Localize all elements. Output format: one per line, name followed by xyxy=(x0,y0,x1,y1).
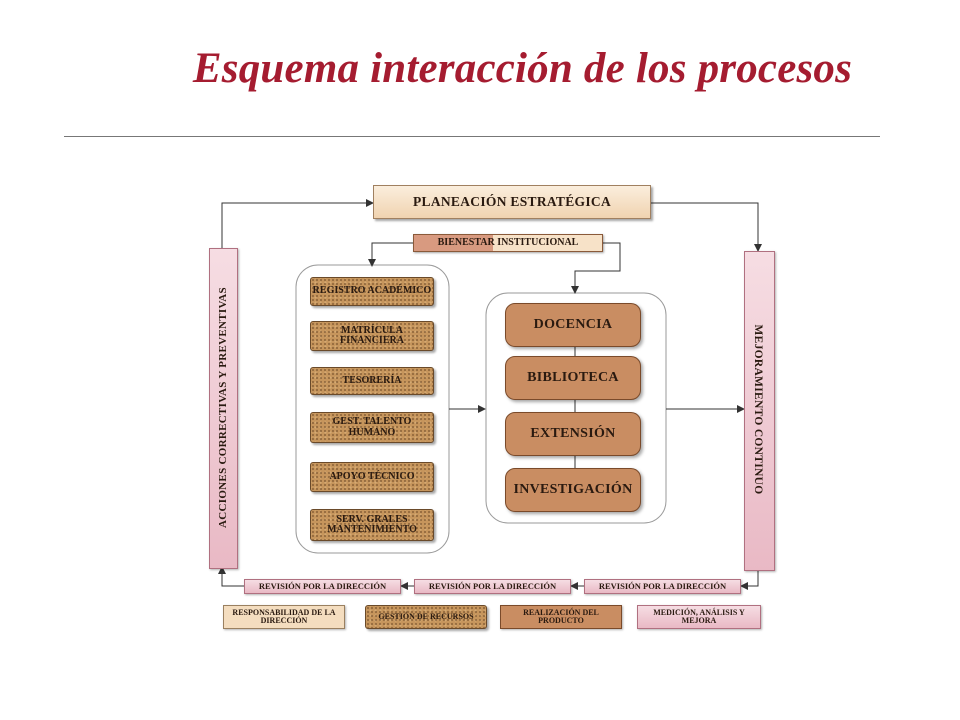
revision-direccion-middle: REVISIÓN POR LA DIRECCIÓN xyxy=(414,579,571,594)
extension-label: EXTENSIÓN xyxy=(530,425,616,441)
revision-direccion-left-label: REVISIÓN POR LA DIRECCIÓN xyxy=(258,581,387,592)
docencia-label: DOCENCIA xyxy=(533,316,613,332)
page-title: Esquema interacción de los procesos xyxy=(192,45,853,92)
matricula-financiera-box: MATRÍCULA FINANCIERA xyxy=(310,321,434,351)
legend-gestion-recursos-label: GESTIÓN DE RECURSOS xyxy=(378,611,474,621)
planeacion-estrategica-label: PLANEACIÓN ESTRATÉGICA xyxy=(412,193,611,209)
connector-planeacion-mejoramiento xyxy=(651,202,762,252)
registro-academico-box: REGISTRO ACADÉMICO xyxy=(310,277,434,306)
registro-academico-label: REGISTRO ACADÉMICO xyxy=(312,285,432,297)
revision-direccion-right: REVISIÓN POR LA DIRECCIÓN xyxy=(584,579,741,594)
biblioteca-label: BIBLIOTECA xyxy=(527,369,619,385)
gest-talento-humano-box: GEST. TALENTO HUMANO xyxy=(310,412,434,443)
docencia-box: DOCENCIA xyxy=(505,303,641,347)
legend-realizacion-producto: REALIZACIÓN DEL PRODUCTO xyxy=(500,605,622,629)
legend-medicion-analisis-label: MEDICIÓN, ANÁLISIS Y MEJORA xyxy=(653,607,745,625)
title-divider xyxy=(64,136,880,137)
connector-bienestar-core xyxy=(571,242,621,294)
apoyo-tecnico-label: APOYO TÉCNICO xyxy=(329,470,415,482)
tesoreria-box: TESORERÍA xyxy=(310,367,434,395)
legend-responsabilidad: RESPONSABILIDAD DE LA DIRECCIÓN xyxy=(223,605,345,629)
mejoramiento-continuo-label: MEJORAMIENTO CONTINUO xyxy=(752,324,765,495)
investigacion-label: INVESTIGACIÓN xyxy=(513,481,633,497)
mejoramiento-continuo-label-wrap: MEJORAMIENTO CONTINUO xyxy=(747,250,770,569)
connector-revision-acciones xyxy=(218,566,244,587)
acciones-correctivas-label: ACCIONES CORRECTIVAS Y PREVENTIVAS xyxy=(216,287,229,528)
apoyo-tecnico-box: APOYO TÉCNICO xyxy=(310,462,434,492)
bienestar-institucional-label: BIENESTAR INSTITUCIONAL xyxy=(437,236,579,248)
planeacion-estrategica-box: PLANEACIÓN ESTRATÉGICA xyxy=(373,185,651,219)
tesoreria-label: TESORERÍA xyxy=(342,374,402,386)
connector-acciones-planeacion xyxy=(221,199,374,248)
biblioteca-box: BIBLIOTECA xyxy=(505,356,641,400)
mejoramiento-continuo-bar xyxy=(744,251,775,571)
legend-responsabilidad-label: RESPONSABILIDAD DE LA DIRECCIÓN xyxy=(232,607,336,625)
servicios-generales-box: SERV. GRALES MANTENIMIENTO xyxy=(310,509,434,541)
connector-mejoramiento-revision xyxy=(740,569,759,590)
acciones-correctivas-label-wrap: ACCIONES CORRECTIVAS Y PREVENTIVAS xyxy=(211,248,234,567)
legend-gestion-recursos: GESTIÓN DE RECURSOS xyxy=(365,605,487,629)
revision-direccion-middle-label: REVISIÓN POR LA DIRECCIÓN xyxy=(428,581,557,592)
revision-direccion-right-label: REVISIÓN POR LA DIRECCIÓN xyxy=(598,581,727,592)
revision-direccion-left: REVISIÓN POR LA DIRECCIÓN xyxy=(244,579,401,594)
gest-talento-humano-label: GEST. TALENTO HUMANO xyxy=(332,416,412,438)
acciones-correctivas-bar xyxy=(209,248,238,569)
extension-box: EXTENSIÓN xyxy=(505,412,641,456)
matricula-financiera-label: MATRÍCULA FINANCIERA xyxy=(340,324,404,346)
bienestar-institucional-box: BIENESTAR INSTITUCIONAL xyxy=(413,234,603,252)
connector-bienestar-support xyxy=(368,242,413,267)
legend-realizacion-producto-label: REALIZACIÓN DEL PRODUCTO xyxy=(523,607,599,625)
investigacion-box: INVESTIGACIÓN xyxy=(505,468,641,512)
servicios-generales-label: SERV. GRALES MANTENIMIENTO xyxy=(327,513,417,535)
legend-medicion-analisis: MEDICIÓN, ANÁLISIS Y MEJORA xyxy=(637,605,761,629)
